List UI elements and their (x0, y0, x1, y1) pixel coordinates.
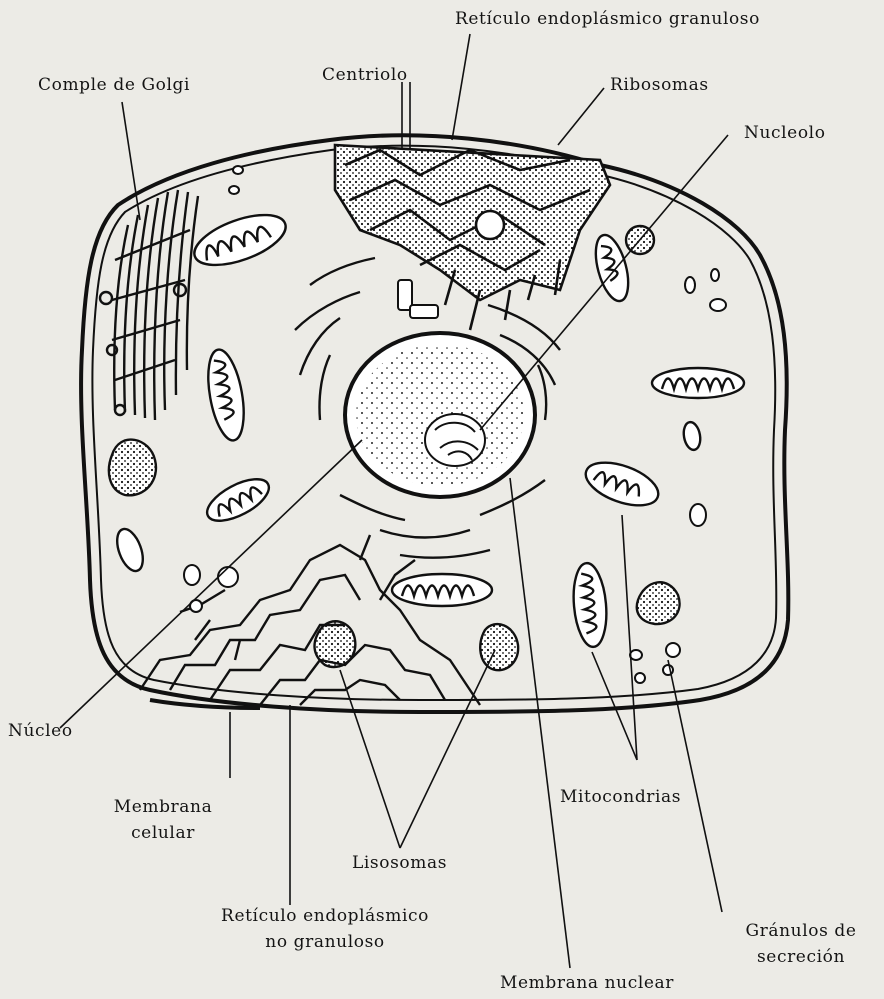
label-nucleo: Núcleo (8, 720, 73, 742)
smooth-er-bottom (140, 535, 480, 708)
mitochondrion (188, 205, 292, 275)
mitochondrion (392, 574, 492, 606)
label-reticulo-no-granuloso-line1: Retículo endoplásmico (180, 905, 470, 927)
label-nucleolo: Nucleolo (744, 122, 826, 144)
label-granulos-secrecion: Gránulos de secreción (726, 920, 876, 968)
lysosome (637, 582, 680, 624)
label-reticulo-granuloso: Retículo endoplásmico granuloso (455, 8, 760, 30)
label-membrana-celular: Membrana celular (88, 796, 238, 844)
centriole (398, 280, 438, 318)
label-lisosomas: Lisosomas (352, 852, 447, 874)
label-reticulo-no-granuloso-line2: no granuloso (180, 931, 470, 953)
label-mitocondrias: Mitocondrias (560, 786, 681, 808)
mitochondrion (682, 421, 703, 451)
mitochondrion (580, 454, 664, 514)
label-membrana-nuclear: Membrana nuclear (500, 972, 674, 994)
mitochondrion (201, 471, 275, 529)
label-membrana-celular-line2: celular (88, 822, 238, 844)
label-centriolo: Centriolo (322, 64, 408, 86)
mitochondrion (112, 526, 148, 575)
label-reticulo-no-granuloso: Retículo endoplásmico no granuloso (180, 905, 470, 953)
leader-membrana-nuclear (510, 478, 570, 968)
rough-er-top (335, 145, 610, 330)
lysosome (480, 624, 518, 670)
leader-reticulo-granuloso (452, 34, 470, 140)
lysosome (109, 440, 156, 496)
label-granulos-line2: secreción (726, 946, 876, 968)
label-membrana-celular-line1: Membrana (88, 796, 238, 818)
label-ribosomas: Ribosomas (610, 74, 709, 96)
label-golgi: Comple de Golgi (38, 74, 190, 96)
nucleolus (425, 414, 485, 466)
leader-centriolo (402, 82, 410, 150)
nucleus (345, 333, 535, 497)
leader-ribosomas (558, 88, 604, 145)
label-granulos-line1: Gránulos de (726, 920, 876, 942)
mitochondrion (202, 347, 249, 443)
mitochondrion (570, 562, 609, 648)
mitochondrion (652, 368, 744, 398)
